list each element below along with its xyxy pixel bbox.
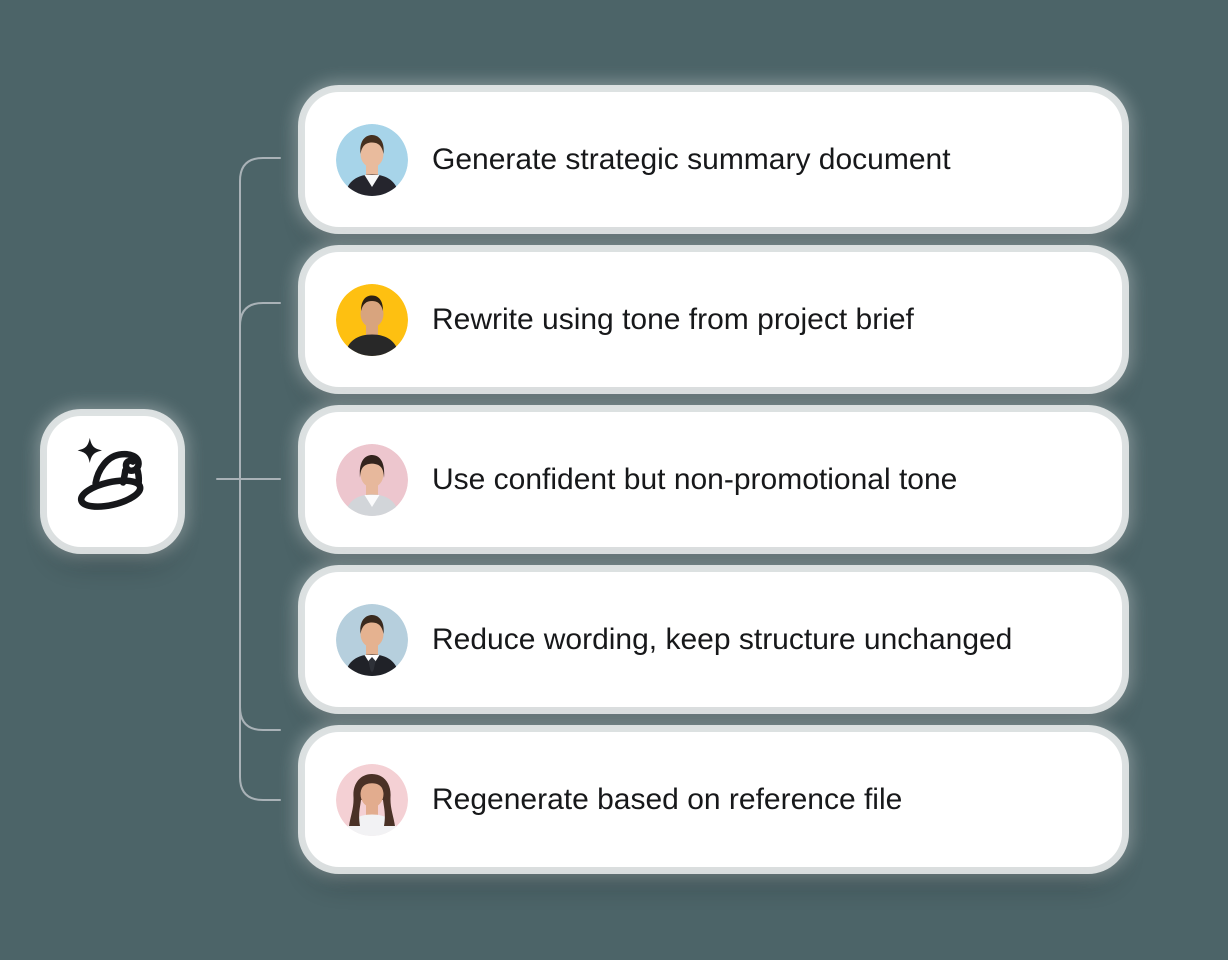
avatar-photo bbox=[336, 763, 408, 836]
prompt-card-label: Reduce wording, keep structure unchanged bbox=[432, 622, 1013, 656]
connector-branch-4 bbox=[239, 478, 281, 731]
hub-node[interactable] bbox=[47, 416, 178, 547]
connector-branch-1 bbox=[239, 157, 281, 480]
prompt-card-label: Use confident but non-promotional tone bbox=[432, 462, 958, 496]
avatar bbox=[336, 283, 408, 356]
prompt-card[interactable]: Use confident but non-promotional tone bbox=[305, 412, 1122, 547]
avatar bbox=[336, 763, 408, 836]
avatar bbox=[336, 123, 408, 196]
prompt-card-label: Rewrite using tone from project brief bbox=[432, 302, 914, 336]
avatar-photo bbox=[336, 443, 408, 516]
avatar bbox=[336, 603, 408, 676]
avatar-photo bbox=[336, 283, 408, 356]
connector-branch-2 bbox=[239, 302, 281, 480]
avatar-photo bbox=[336, 123, 408, 196]
connector-branch-5 bbox=[239, 478, 281, 801]
prompt-card-label: Generate strategic summary document bbox=[432, 142, 951, 176]
wizard-hat-sparkle-icon bbox=[77, 437, 143, 510]
prompt-card[interactable]: Generate strategic summary document bbox=[305, 92, 1122, 227]
prompt-card[interactable]: Regenerate based on reference file bbox=[305, 732, 1122, 867]
avatar bbox=[336, 443, 408, 516]
sparkle-icon bbox=[77, 437, 102, 463]
prompt-card[interactable]: Reduce wording, keep structure unchanged bbox=[305, 572, 1122, 707]
prompt-card[interactable]: Rewrite using tone from project brief bbox=[305, 252, 1122, 387]
avatar-photo bbox=[336, 603, 408, 676]
prompt-card-label: Regenerate based on reference file bbox=[432, 782, 903, 816]
